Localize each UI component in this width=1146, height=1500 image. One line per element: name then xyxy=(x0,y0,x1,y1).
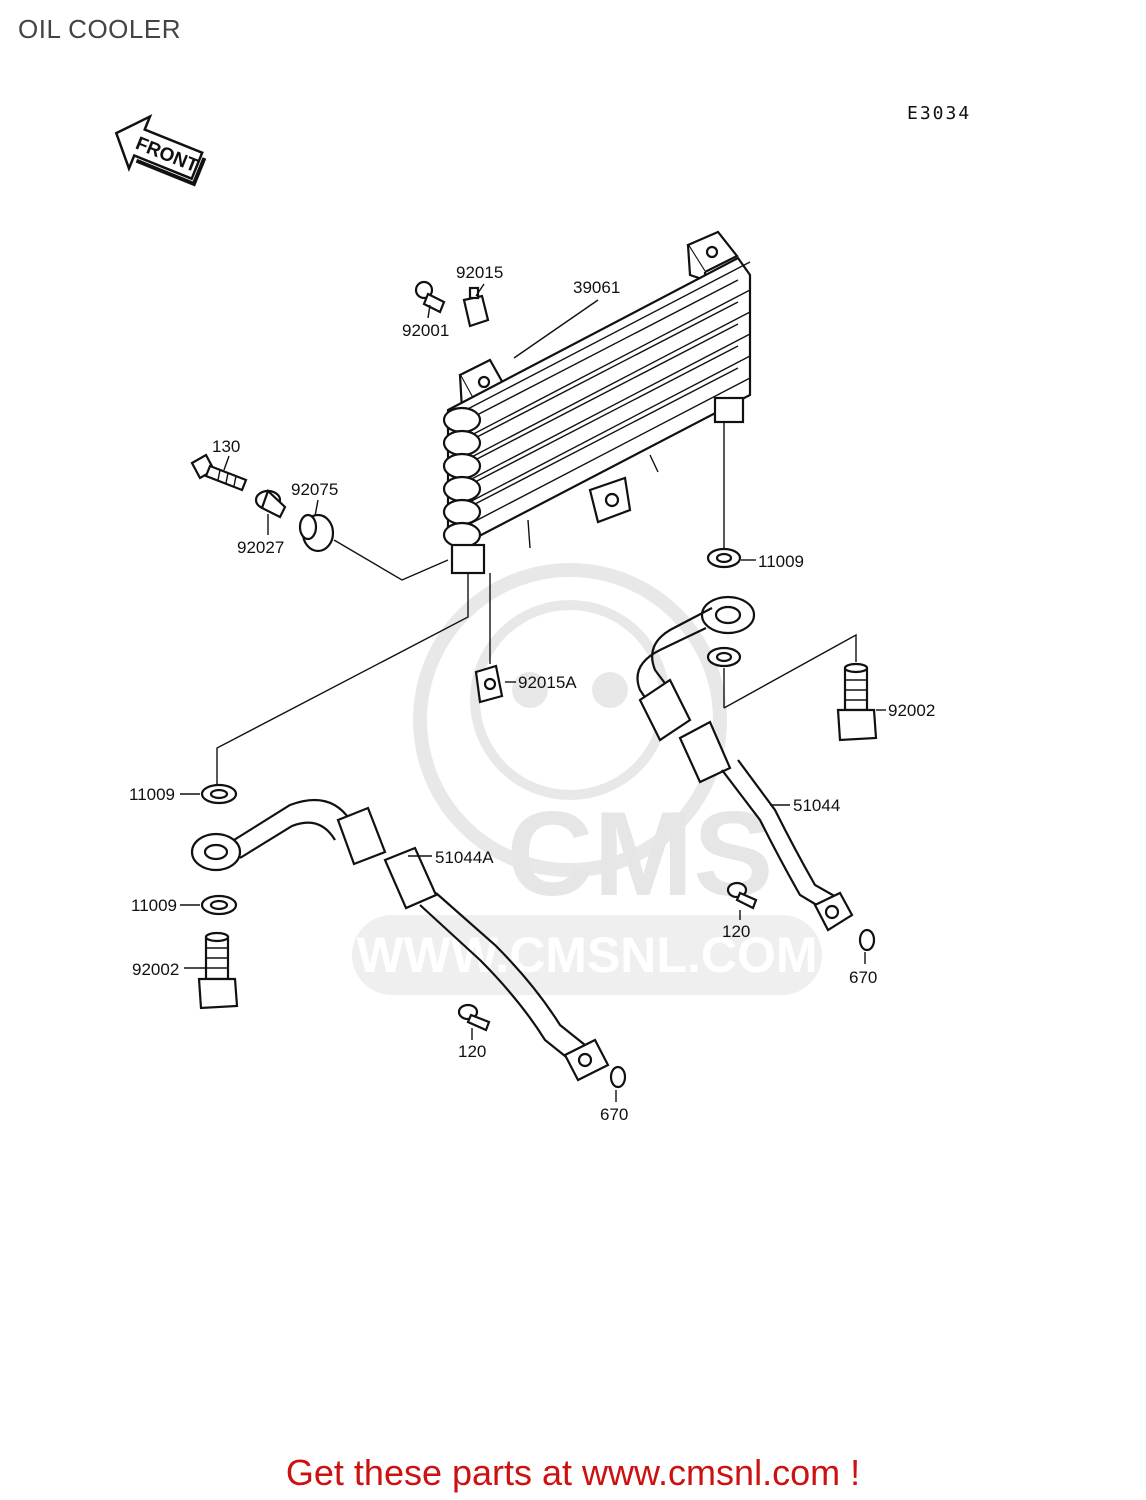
bolt-130 xyxy=(190,453,248,492)
banjo-bolt-92002-right xyxy=(836,662,878,742)
front-arrow-icon: FRONT xyxy=(114,113,207,187)
o-ring-670-left xyxy=(609,1065,627,1089)
watermark-brand: CMS xyxy=(507,787,774,921)
watermark: CMS WWW.CMSNL.COM xyxy=(352,563,822,995)
o-ring-670-right xyxy=(858,928,876,952)
grommet-92075 xyxy=(298,513,335,553)
label-92075: 92075 xyxy=(291,480,338,499)
washer-11009-left-2 xyxy=(200,894,238,916)
clip-92015A xyxy=(474,664,504,704)
label-11009-top: 11009 xyxy=(758,552,804,571)
label-120-right: 120 xyxy=(722,922,750,941)
label-670-right: 670 xyxy=(849,968,877,987)
label-51044A: 51044A xyxy=(435,848,494,867)
footer-link[interactable]: Get these parts at www.cmsnl.com ! xyxy=(285,1452,861,1493)
watermark-url: WWW.CMSNL.COM xyxy=(356,927,817,983)
bolt-92001 xyxy=(414,280,446,314)
label-92027: 92027 xyxy=(237,538,284,557)
label-92015A: 92015A xyxy=(518,673,577,692)
washer-11009-top xyxy=(706,547,742,569)
screw-120-left xyxy=(457,1003,491,1032)
label-39061: 39061 xyxy=(573,278,620,297)
label-130: 130 xyxy=(212,437,240,456)
label-51044: 51044 xyxy=(793,796,840,815)
label-11009-left-2: 11009 xyxy=(131,896,177,915)
label-92015: 92015 xyxy=(456,263,503,282)
oil-pipe-51044 xyxy=(636,595,854,932)
diagram-code: E3034 xyxy=(907,103,971,124)
label-92001: 92001 xyxy=(402,321,449,340)
washer-right-pipe xyxy=(706,646,742,668)
page-title: OIL COOLER xyxy=(18,14,181,44)
oil-cooler-core xyxy=(442,230,752,575)
label-120-left: 120 xyxy=(458,1042,486,1061)
label-92002-left: 92002 xyxy=(132,960,179,979)
label-670-left: 670 xyxy=(600,1105,628,1124)
banjo-bolt-92002-left xyxy=(197,931,239,1010)
oil-pipe-51044A xyxy=(190,798,610,1082)
screw-120-right xyxy=(726,881,758,910)
clip-92015 xyxy=(462,286,490,328)
collar-92027 xyxy=(254,489,287,519)
washer-11009-left-1 xyxy=(200,783,238,805)
label-11009-left-1: 11009 xyxy=(129,785,175,804)
label-92002-right: 92002 xyxy=(888,701,935,720)
leader-lines xyxy=(180,283,886,1102)
